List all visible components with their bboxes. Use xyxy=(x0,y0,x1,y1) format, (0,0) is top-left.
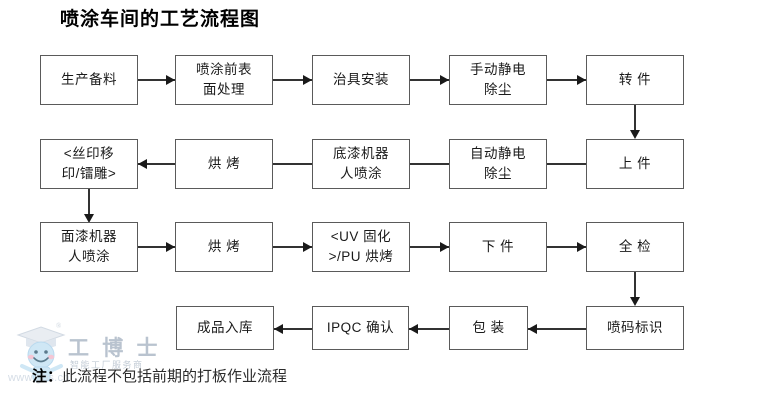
flow-node-成品入库[interactable]: 成品入库 xyxy=(176,306,274,350)
flow-node-烘烤-1[interactable]: 烘 烤 xyxy=(175,139,273,189)
arrow-left-icon xyxy=(528,324,537,334)
connector-line xyxy=(138,79,175,81)
flow-node-生产备料[interactable]: 生产备料 xyxy=(40,55,138,105)
connector-line xyxy=(528,328,586,330)
node-label: 上 件 xyxy=(618,156,652,172)
note-prefix: 注： xyxy=(32,369,63,385)
arrow-right-icon xyxy=(577,75,586,85)
node-label: 烘 烤 xyxy=(207,239,241,255)
flow-node-治具安装[interactable]: 治具安装 xyxy=(312,55,410,105)
node-label: 自动静电 除尘 xyxy=(470,146,526,181)
arrow-right-icon xyxy=(440,75,449,85)
node-label: 转 件 xyxy=(618,72,652,88)
connector-line xyxy=(138,163,175,165)
flow-node-手动静电除尘[interactable]: 手动静电 除尘 xyxy=(449,55,547,105)
connector-line xyxy=(410,246,449,248)
arrow-down-icon xyxy=(630,297,640,306)
node-label: 治具安装 xyxy=(333,72,389,88)
arrow-left-icon xyxy=(274,324,283,334)
arrow-down-icon xyxy=(84,214,94,223)
note-text: 此流程不包括前期的打板作业流程 xyxy=(62,369,288,385)
connector-line xyxy=(273,246,312,248)
flow-node-上件[interactable]: 上 件 xyxy=(586,139,684,189)
node-label: 烘 烤 xyxy=(207,156,241,172)
flow-node-ipqc确认[interactable]: IPQC 确认 xyxy=(312,306,409,350)
connector-line xyxy=(273,79,312,81)
connector-line-vertical xyxy=(634,272,636,303)
connector-line xyxy=(547,246,586,248)
connector-line-vertical xyxy=(634,105,636,136)
connector-line xyxy=(547,79,586,81)
node-label: 包 装 xyxy=(472,320,505,336)
watermark-brand: 工 博 士 xyxy=(68,336,162,360)
node-label: 下 件 xyxy=(481,239,515,255)
node-label: 手动静电 除尘 xyxy=(470,62,526,97)
page-title: 喷涂车间的工艺流程图 xyxy=(60,9,261,30)
connector-line-vertical xyxy=(88,189,90,220)
connector-line xyxy=(410,79,449,81)
connector-line xyxy=(274,328,312,330)
node-label: 底漆机器 人喷涂 xyxy=(333,146,389,181)
connector-line xyxy=(234,163,312,165)
flow-node-丝印移印镭雕[interactable]: <丝印移 印/镭雕> xyxy=(40,139,138,189)
connector-line xyxy=(409,328,449,330)
flow-node-自动静电除尘[interactable]: 自动静电 除尘 xyxy=(449,139,547,189)
flow-node-面漆机器人喷涂[interactable]: 面漆机器 人喷涂 xyxy=(40,222,138,272)
flow-node-喷涂前表面处理[interactable]: 喷涂前表 面处理 xyxy=(175,55,273,105)
node-label: 全 检 xyxy=(618,239,652,255)
arrow-down-icon xyxy=(630,130,640,139)
flow-node-烘烤-2[interactable]: 烘 烤 xyxy=(175,222,273,272)
arrow-right-icon xyxy=(303,242,312,252)
arrow-right-icon xyxy=(166,75,175,85)
registered-mark: ® xyxy=(56,322,62,330)
connector-line xyxy=(508,163,586,165)
arrow-left-icon xyxy=(138,159,147,169)
node-label: 面漆机器 人喷涂 xyxy=(61,229,117,264)
flow-node-喷码标识[interactable]: 喷码标识 xyxy=(586,306,684,350)
node-label: <UV 固化 >/PU 烘烤 xyxy=(328,229,394,264)
flow-node-uv固化pu烘烤[interactable]: <UV 固化 >/PU 烘烤 xyxy=(312,222,410,272)
connector-line xyxy=(371,163,449,165)
connector-line xyxy=(138,246,175,248)
node-label: <丝印移 印/镭雕> xyxy=(61,146,117,181)
flow-node-转件[interactable]: 转 件 xyxy=(586,55,684,105)
node-label: 喷码标识 xyxy=(607,320,663,336)
flow-node-下件[interactable]: 下 件 xyxy=(449,222,547,272)
arrow-right-icon xyxy=(577,242,586,252)
node-label: IPQC 确认 xyxy=(326,320,395,336)
flow-node-全检[interactable]: 全 检 xyxy=(586,222,684,272)
flow-node-包装[interactable]: 包 装 xyxy=(449,306,528,350)
node-label: 喷涂前表 面处理 xyxy=(196,62,252,97)
node-label: 生产备料 xyxy=(61,72,117,88)
footer-note: 注：此流程不包括前期的打板作业流程 xyxy=(32,365,287,386)
arrow-right-icon xyxy=(440,242,449,252)
node-label: 成品入库 xyxy=(197,320,253,336)
arrow-right-icon xyxy=(303,75,312,85)
arrow-left-icon xyxy=(409,324,418,334)
arrow-right-icon xyxy=(166,242,175,252)
flow-node-底漆机器人喷涂[interactable]: 底漆机器 人喷涂 xyxy=(312,139,410,189)
